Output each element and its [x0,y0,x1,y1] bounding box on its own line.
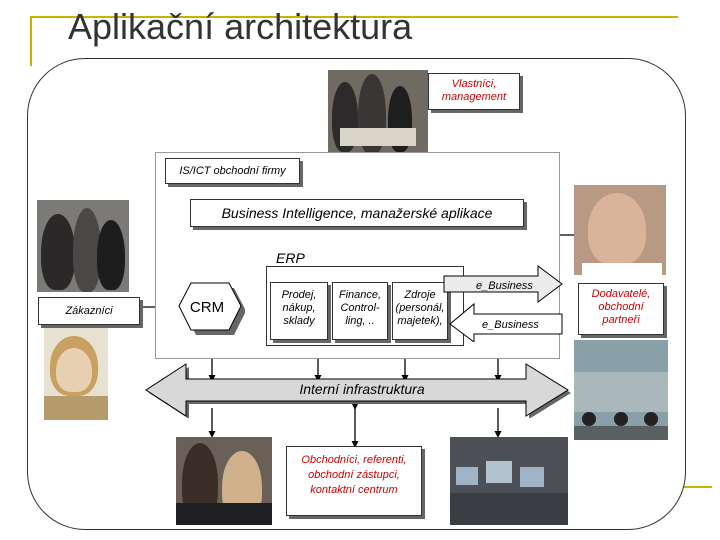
bi-label: Business Intelligence, manažerské aplika… [221,205,493,221]
customers-photo-top [37,200,129,292]
customers-box: Zákazníci [38,297,140,325]
suppliers-box: Dodavatelé, obchodní partneři [578,283,664,335]
erp-module-sales: Prodej, nákup, sklady [270,282,328,340]
isict-label-box: IS/ICT obchodní firmy [165,158,300,184]
infrastructure-label: Interní infrastruktura [299,381,425,397]
sales-label: Obchodníci, referenti, obchodní zástupci… [301,454,407,496]
sales-box: Obchodníci, referenti, obchodní zástupci… [286,446,422,516]
owners-photo [328,70,428,156]
erp-module-sales-label: Prodej, nákup, sklady [281,289,317,327]
title-rule-top [30,16,678,18]
ebusiness-bottom-label: e_Business [482,319,539,331]
ebusiness-top-label: e_Business [476,280,533,292]
suppliers-photo-top [574,185,666,275]
office-photo [450,437,568,525]
erp-label: ERP [276,250,305,266]
bottom-right-rule [672,486,712,488]
crm-label: CRM [189,299,225,316]
ebusiness-arrow-right [443,265,563,303]
call-center-photo [176,437,272,525]
bi-box: Business Intelligence, manažerské aplika… [190,199,524,227]
page-title: Aplikační architektura [68,6,413,47]
ebusiness-arrow-left [449,302,563,342]
suppliers-photo-bottom [574,340,668,440]
suppliers-label: Dodavatelé, obchodní partneři [591,288,651,326]
owners-box: Vlastníci, management [428,73,520,110]
customers-label: Zákazníci [65,305,113,317]
erp-module-resources-label: Zdroje (personál, majetek), [395,289,445,327]
customers-photo-bottom [44,328,108,420]
erp-module-resources: Zdroje (personál, majetek), [392,282,448,340]
crm-hexagon [178,282,245,335]
ebusiness-arrows [443,265,563,342]
title-rule-left [30,16,32,66]
erp-module-finance: Finance, Control-ling, .. [332,282,388,340]
infrastructure-arrow [145,363,571,418]
isict-label: IS/ICT obchodní firmy [179,165,286,177]
owners-label: Vlastníci, management [441,78,507,103]
erp-module-finance-label: Finance, Control-ling, .. [338,289,382,327]
